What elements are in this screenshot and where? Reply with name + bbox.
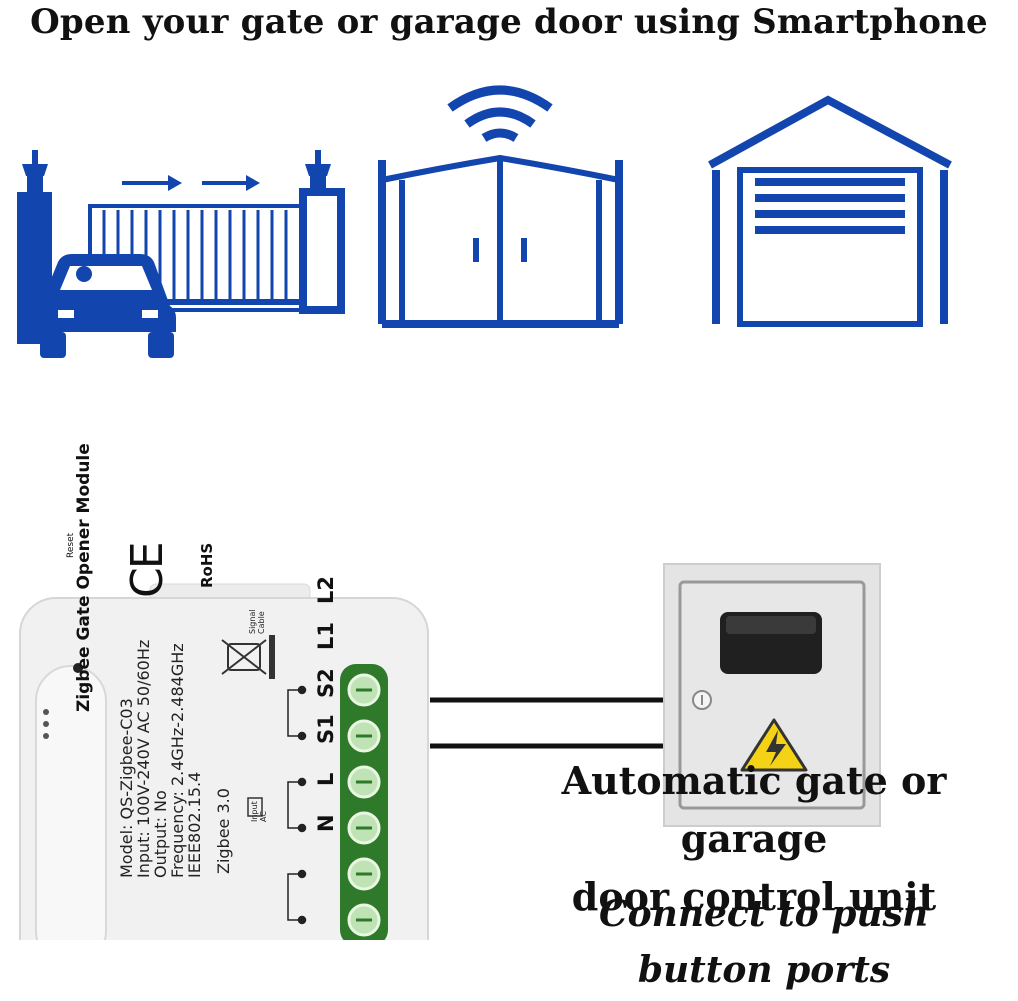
push-button-caption: Connect to push button ports xyxy=(520,886,1008,998)
smart-gate-wifi-icon xyxy=(378,85,623,328)
sliding-gate-car-icon xyxy=(17,150,345,358)
terminal-block xyxy=(340,664,388,940)
control-unit-caption: Automatic gate or garage door control un… xyxy=(490,752,1018,926)
electric-cabinet-icon xyxy=(663,563,881,827)
wiring-illustration xyxy=(19,563,881,940)
high-voltage-warning-icon xyxy=(740,718,808,772)
caption-title-line2: door control unit xyxy=(571,874,937,919)
garage-door-icon xyxy=(708,95,952,327)
gate-icons-row xyxy=(17,85,952,358)
caption-sub-line1: Connect to push xyxy=(599,893,929,935)
caption-title-line1: Automatic gate or garage xyxy=(561,758,947,861)
recycle-bin-crossed-icon xyxy=(221,635,275,679)
reset-button[interactable] xyxy=(73,663,83,673)
caption-sub-line2: button ports xyxy=(637,949,891,991)
relay-contact-icon xyxy=(247,797,263,817)
page-title: Open your gate or garage door using Smar… xyxy=(30,2,988,42)
module-body xyxy=(19,597,429,940)
